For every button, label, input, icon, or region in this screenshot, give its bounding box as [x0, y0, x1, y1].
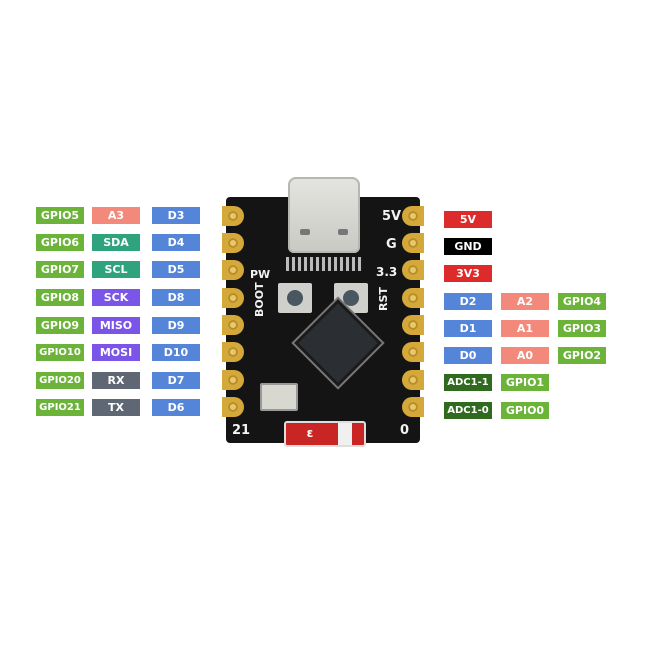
label-digital: D8	[152, 289, 200, 306]
crystal-oscillator	[260, 383, 298, 411]
label-spi: MOSI	[92, 344, 140, 361]
label-power: 3V3	[444, 265, 492, 282]
pad-right-5	[402, 315, 424, 335]
label-gpio: GPIO1	[501, 374, 549, 391]
label-power: 5V	[444, 211, 492, 228]
label-uart: RX	[92, 372, 140, 389]
silk-pw: PW	[250, 268, 271, 281]
label-digital: D9	[152, 317, 200, 334]
silk-3v3: 3.3	[376, 265, 398, 279]
pad-left-1	[222, 206, 244, 226]
silk-g: G	[386, 237, 397, 252]
silk-5v: 5V	[382, 209, 402, 224]
label-digital: D0	[444, 347, 492, 364]
label-ground: GND	[444, 238, 492, 255]
pad-left-6	[222, 342, 244, 362]
pad-left-4	[222, 288, 244, 308]
silk-boot: BOOT	[253, 282, 266, 317]
usb-c-connector	[288, 177, 360, 253]
pad-left-2	[222, 233, 244, 253]
label-digital: D3	[152, 207, 200, 224]
label-uart: TX	[92, 399, 140, 416]
label-digital: D2	[444, 293, 492, 310]
label-gpio: GPIO3	[558, 320, 606, 337]
usbc-mount	[338, 229, 348, 235]
label-gpio: GPIO2	[558, 347, 606, 364]
pad-left-8	[222, 397, 244, 417]
antenna-mark: ε	[306, 426, 314, 440]
label-gpio: GPIO10	[36, 344, 84, 361]
ceramic-antenna: ε	[284, 421, 366, 447]
usbc-pins	[286, 257, 362, 271]
label-digital: D6	[152, 399, 200, 416]
pad-right-4	[402, 288, 424, 308]
label-digital: D1	[444, 320, 492, 337]
label-spi: MISO	[92, 317, 140, 334]
pad-right-2	[402, 233, 424, 253]
label-digital: D5	[152, 261, 200, 278]
label-adc: ADC1-1	[444, 374, 492, 391]
label-i2c: SDA	[92, 234, 140, 251]
silk-rst: RST	[377, 287, 390, 311]
pad-left-3	[222, 260, 244, 280]
label-analog: A1	[501, 320, 549, 337]
label-gpio: GPIO5	[36, 207, 84, 224]
board: ε 5V G 3.3 RST BOOT PW 21 0	[222, 177, 424, 447]
label-gpio: GPIO4	[558, 293, 606, 310]
label-gpio: GPIO0	[501, 402, 549, 419]
label-adc: ADC1-0	[444, 402, 492, 419]
pad-right-7	[402, 370, 424, 390]
silk-21: 21	[232, 423, 251, 438]
esp32-chip	[298, 303, 378, 383]
label-gpio: GPIO6	[36, 234, 84, 251]
label-analog: A3	[92, 207, 140, 224]
label-spi: SCK	[92, 289, 140, 306]
pad-left-5	[222, 315, 244, 335]
label-gpio: GPIO20	[36, 372, 84, 389]
silk-0: 0	[400, 423, 410, 438]
label-gpio: GPIO9	[36, 317, 84, 334]
label-gpio: GPIO21	[36, 399, 84, 416]
pad-left-7	[222, 370, 244, 390]
label-i2c: SCL	[92, 261, 140, 278]
label-gpio: GPIO8	[36, 289, 84, 306]
label-digital: D10	[152, 344, 200, 361]
label-analog: A0	[501, 347, 549, 364]
pad-right-6	[402, 342, 424, 362]
usbc-mount	[300, 229, 310, 235]
pad-right-8	[402, 397, 424, 417]
boot-button[interactable]	[278, 283, 312, 313]
pad-right-1	[402, 206, 424, 226]
antenna-end	[338, 423, 352, 445]
label-gpio: GPIO7	[36, 261, 84, 278]
pad-right-3	[402, 260, 424, 280]
label-digital: D4	[152, 234, 200, 251]
label-digital: D7	[152, 372, 200, 389]
label-analog: A2	[501, 293, 549, 310]
